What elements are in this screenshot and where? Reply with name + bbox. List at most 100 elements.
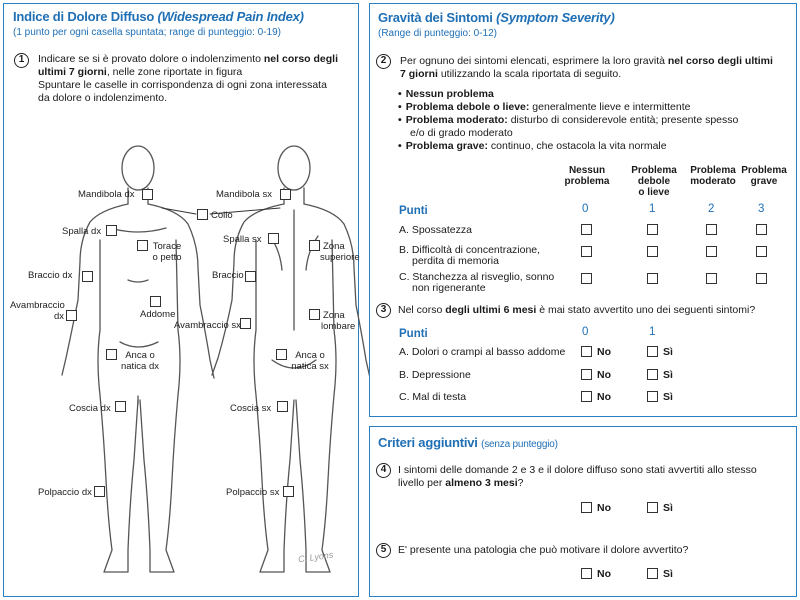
checkbox-mandibola-sx[interactable] bbox=[280, 189, 291, 200]
label-braccio-dx: Braccio dx bbox=[28, 270, 73, 281]
checkbox-zona-lombare[interactable] bbox=[309, 309, 320, 320]
label-torace-line1: Torace bbox=[152, 241, 182, 252]
checkbox-depressione-si[interactable] bbox=[647, 369, 658, 380]
question-number-2: 2 bbox=[376, 54, 391, 69]
checkbox-mandibola-dx[interactable] bbox=[142, 189, 153, 200]
checkbox-avambraccio-dx[interactable] bbox=[66, 310, 77, 321]
checkbox-braccio-dx[interactable] bbox=[82, 271, 93, 282]
dolori-si-label: Sì bbox=[663, 346, 673, 358]
checkbox-anca-sx[interactable] bbox=[276, 349, 287, 360]
q4-si-label: Sì bbox=[663, 502, 673, 514]
q4-text-line1: I sintomi delle domande 2 e 3 e il dolor… bbox=[398, 464, 757, 476]
question-number-5: 5 bbox=[376, 543, 391, 558]
label-coscia-sx: Coscia sx bbox=[230, 403, 272, 414]
label-braccio-sx: Braccio sx bbox=[212, 270, 256, 281]
label-polpaccio-sx: Polpaccio sx bbox=[226, 487, 280, 498]
checkbox-stanchezza-1[interactable] bbox=[647, 273, 658, 284]
label-coscia-dx: Coscia dx bbox=[69, 403, 111, 414]
q3-row-depressione-label: B. Depressione bbox=[399, 369, 471, 381]
depressione-no-label: No bbox=[597, 369, 611, 381]
q4-text-line2: livello per almeno 3 mesi? bbox=[398, 477, 524, 489]
question-number-1: 1 bbox=[14, 53, 29, 68]
label-avambraccio-dx-line1: Avambraccio bbox=[10, 300, 65, 311]
checkbox-spalla-dx[interactable] bbox=[106, 225, 117, 236]
checkbox-dolori-no[interactable] bbox=[581, 346, 592, 357]
dolori-no-label: No bbox=[597, 346, 611, 358]
checkbox-q4-si[interactable] bbox=[647, 502, 658, 513]
checkbox-avambraccio-sx[interactable] bbox=[240, 318, 251, 329]
label-spalla-dx: Spalla dx bbox=[62, 226, 102, 237]
bullet-problema-moderato: Problema moderato: disturbo di considere… bbox=[398, 114, 739, 127]
label-zona-superiore-line2: superiore bbox=[320, 252, 360, 263]
row-concentrazione-label-2: perdita di memoria bbox=[412, 255, 499, 267]
q3-row-dolori-label: A. Dolori o crampi al basso addome bbox=[399, 346, 566, 358]
q2-text-line2: 7 giorni utilizzando la scala riportata … bbox=[400, 68, 622, 80]
row-spossatezza-label: A. Spossatezza bbox=[399, 224, 472, 236]
checkbox-q5-no[interactable] bbox=[581, 568, 592, 579]
checkbox-polpaccio-dx[interactable] bbox=[94, 486, 105, 497]
widespread-pain-index-panel bbox=[3, 3, 359, 597]
label-avambraccio-sx: Avambraccio sx bbox=[174, 320, 241, 331]
label-addome: Addome bbox=[140, 309, 176, 320]
label-torace-line2: o petto bbox=[152, 252, 182, 263]
question-number-3: 3 bbox=[376, 303, 391, 318]
checkbox-stanchezza-3[interactable] bbox=[756, 273, 767, 284]
checkbox-spossatezza-2[interactable] bbox=[706, 224, 717, 235]
checkbox-mal-di-testa-si[interactable] bbox=[647, 391, 658, 402]
severity-subtitle: (Range di punteggio: 0-12) bbox=[378, 28, 497, 39]
back-body-figure bbox=[211, 145, 371, 573]
checkbox-addome[interactable] bbox=[150, 296, 161, 307]
question-number-4: 4 bbox=[376, 463, 391, 478]
label-spalla-sx: Spalla sx bbox=[223, 234, 262, 245]
criteria-title: Criteri aggiuntivi (senza punteggio) bbox=[378, 435, 558, 450]
label-collo: Collo bbox=[211, 210, 233, 221]
checkbox-coscia-dx[interactable] bbox=[115, 401, 126, 412]
checkbox-mal-di-testa-no[interactable] bbox=[581, 391, 592, 402]
checkbox-torace[interactable] bbox=[137, 240, 148, 251]
checkbox-stanchezza-2[interactable] bbox=[706, 273, 717, 284]
bullet-problema-moderato-cont: e/o di grado moderato bbox=[410, 127, 513, 139]
label-anca-sx-line2: natica sx bbox=[291, 361, 329, 372]
q3-points-0: 0 bbox=[582, 326, 589, 338]
points-1: 1 bbox=[649, 203, 656, 215]
checkbox-spalla-sx[interactable] bbox=[268, 233, 279, 244]
checkbox-dolori-si[interactable] bbox=[647, 346, 658, 357]
checkbox-collo[interactable] bbox=[197, 209, 208, 220]
points-2: 2 bbox=[708, 203, 715, 215]
checkbox-depressione-no[interactable] bbox=[581, 369, 592, 380]
row-stanchezza-label-2: non rigenerante bbox=[412, 282, 486, 294]
q3-points-label: Punti bbox=[399, 328, 428, 340]
label-anca-dx-line1: Anca o bbox=[125, 350, 155, 361]
checkbox-concentrazione-3[interactable] bbox=[756, 246, 767, 257]
label-mandibola-dx: Mandibola dx bbox=[78, 189, 135, 200]
severity-title: Gravità dei Sintomi (Symptom Severity) bbox=[378, 10, 615, 25]
checkbox-q4-no[interactable] bbox=[581, 502, 592, 513]
q3-row-mal-di-testa-label: C. Mal di testa bbox=[399, 391, 467, 403]
checkbox-stanchezza-0[interactable] bbox=[581, 273, 592, 284]
wpi-title: Indice di Dolore Diffuso (Widespread Pai… bbox=[13, 9, 304, 24]
checkbox-zona-superiore[interactable] bbox=[309, 240, 320, 251]
q3-points-1: 1 bbox=[649, 326, 656, 338]
checkbox-spossatezza-1[interactable] bbox=[647, 224, 658, 235]
checkbox-concentrazione-0[interactable] bbox=[581, 246, 592, 257]
row-concentrazione-label-1: B. Difficoltà di concentrazione, bbox=[399, 244, 541, 256]
checkbox-polpaccio-sx[interactable] bbox=[283, 486, 294, 497]
checkbox-concentrazione-1[interactable] bbox=[647, 246, 658, 257]
checkbox-q5-si[interactable] bbox=[647, 568, 658, 579]
checkbox-spossatezza-0[interactable] bbox=[581, 224, 592, 235]
checkbox-coscia-sx[interactable] bbox=[277, 401, 288, 412]
q3-text: Nel corso degli ultimi 6 mesi è mai stat… bbox=[398, 304, 756, 316]
checkbox-braccio-sx[interactable] bbox=[245, 271, 256, 282]
checkbox-concentrazione-2[interactable] bbox=[706, 246, 717, 257]
checkbox-spossatezza-3[interactable] bbox=[756, 224, 767, 235]
bullet-nessun-problema: Nessun problema bbox=[398, 88, 494, 101]
label-anca-dx-line2: natica dx bbox=[120, 361, 160, 372]
q5-no-label: No bbox=[597, 568, 611, 580]
row-stanchezza-label-1: C. Stanchezza al risveglio, sonno bbox=[399, 271, 555, 283]
checkbox-anca-dx[interactable] bbox=[106, 349, 117, 360]
points-0: 0 bbox=[582, 203, 589, 215]
